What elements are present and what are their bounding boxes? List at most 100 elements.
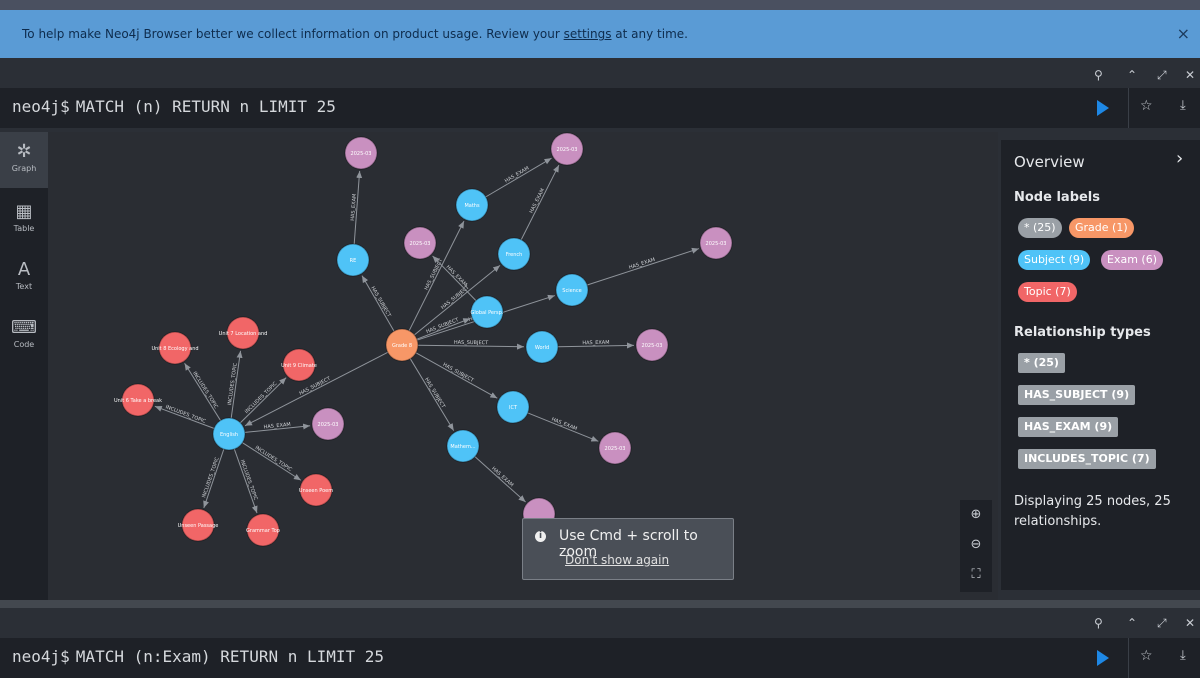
graph-edge-g-s1[interactable] xyxy=(408,220,465,331)
dont-show-again-link[interactable]: Don't show again xyxy=(565,553,670,567)
graph-edge-g-s8[interactable] xyxy=(409,358,455,431)
graph-node-s1[interactable] xyxy=(455,188,489,222)
table-icon: ▦ xyxy=(15,201,33,222)
graph-edge-g-s9[interactable] xyxy=(244,351,389,427)
graph-node-s2[interactable] xyxy=(336,243,370,277)
sidebar-item-label: Text xyxy=(15,282,33,291)
graph-edge-s9-t2[interactable] xyxy=(230,350,243,419)
node-label-pill-grade[interactable]: Grade (1) xyxy=(1069,218,1134,238)
query-text[interactable]: neo4j$MATCH (n) RETURN n LIMIT 25 xyxy=(12,97,336,116)
graph-edge-s2-e1[interactable] xyxy=(353,170,363,245)
run-button-2[interactable] xyxy=(1097,650,1109,666)
graph-edge-s9-t1[interactable] xyxy=(184,362,221,421)
star-icon[interactable]: ☆ xyxy=(1140,648,1153,664)
fit-icon[interactable]: ⛶ xyxy=(971,567,981,582)
graph-edge-s3-e2[interactable] xyxy=(520,164,560,240)
node-label-pill-topic[interactable]: Topic (7) xyxy=(1018,282,1077,302)
rel-type-tag-has-subject[interactable]: HAS_SUBJECT (9) xyxy=(1018,385,1136,405)
graph-node-s5[interactable] xyxy=(470,295,504,329)
zoom-out-icon[interactable]: ⊖ xyxy=(970,537,982,552)
graph-node-t3[interactable] xyxy=(282,348,316,382)
close-icon[interactable]: ✕ xyxy=(1185,616,1196,630)
sidebar-item-graph[interactable]: ✲ Graph xyxy=(0,132,48,188)
graph-edge-label: INCLUDES_TOPIC xyxy=(227,362,239,405)
graph-node-t4[interactable] xyxy=(121,383,155,417)
graph-node-t2[interactable] xyxy=(226,316,260,350)
graph-edge-g-s3[interactable] xyxy=(414,264,501,336)
graph-edge-s6-e5[interactable] xyxy=(557,342,635,349)
query-input-2[interactable]: MATCH (n:Exam) RETURN n LIMIT 25 xyxy=(75,647,385,666)
run-button[interactable] xyxy=(1097,100,1109,116)
graph-node-g[interactable] xyxy=(385,328,419,362)
expand-icon[interactable]: ⤢ xyxy=(1157,616,1167,630)
graph-edge-s9-t6[interactable] xyxy=(203,448,225,509)
graph-node-label: Maths xyxy=(464,203,480,209)
graph-edge-s9-t4[interactable] xyxy=(154,405,215,429)
graph-node-t1[interactable] xyxy=(158,331,192,365)
text-icon: A xyxy=(17,259,31,280)
query-text-2[interactable]: neo4j$MATCH (n:Exam) RETURN n LIMIT 25 xyxy=(12,647,384,666)
sidebar-item-text[interactable]: A Text xyxy=(0,250,48,306)
graph-edge-label: INCLUDES_TOPIC xyxy=(201,456,221,499)
collapse-icon[interactable]: ⌃ xyxy=(1127,616,1138,630)
download-icon[interactable]: ⤓ xyxy=(1180,98,1186,113)
graph-node-e6[interactable] xyxy=(598,431,632,465)
graph-node-t6[interactable] xyxy=(181,508,215,542)
graph-node-e1[interactable] xyxy=(344,136,378,170)
graph-edge-s1-e2[interactable] xyxy=(485,157,552,198)
graph-node-s9[interactable] xyxy=(212,417,246,451)
node-label-pill-exam[interactable]: Exam (6) xyxy=(1101,250,1163,270)
rel-type-tag-includes-topic[interactable]: INCLUDES_TOPIC (7) xyxy=(1018,449,1156,469)
close-icon[interactable]: ✕ xyxy=(1185,68,1196,82)
query-editor-2[interactable]: neo4j$MATCH (n:Exam) RETURN n LIMIT 25 ☆… xyxy=(0,638,1200,678)
graph-edge-s9-t7[interactable] xyxy=(233,448,258,514)
download-icon[interactable]: ⤓ xyxy=(1180,648,1186,663)
graph-node-label: French xyxy=(506,252,523,258)
graph-node-t5[interactable] xyxy=(299,473,333,507)
graph-edge-g-s2[interactable] xyxy=(361,275,395,332)
graph-edge-s9-t5[interactable] xyxy=(242,442,302,481)
graph-edge-s8-e8[interactable] xyxy=(474,456,526,503)
graph-icon: ✲ xyxy=(16,141,32,162)
graph-edge-s7-e6[interactable] xyxy=(527,412,599,442)
query-input[interactable]: MATCH (n) RETURN n LIMIT 25 xyxy=(75,97,336,116)
graph-edge-g-s7[interactable] xyxy=(415,352,498,399)
query-editor[interactable]: neo4j$MATCH (n) RETURN n LIMIT 25 ☆ ⤓ xyxy=(0,88,1200,128)
sidebar-item-code[interactable]: ⌨ Code xyxy=(0,308,48,364)
graph-node-e7[interactable] xyxy=(311,407,345,441)
graph-node-s4[interactable] xyxy=(555,273,589,307)
rel-type-tag-all[interactable]: * (25) xyxy=(1018,353,1065,373)
graph-node-label: Grade 8 xyxy=(392,343,412,349)
graph-node-label: Unit 7 Location and xyxy=(219,331,268,337)
rel-type-tag-has-exam[interactable]: HAS_EXAM (9) xyxy=(1018,417,1119,437)
graph-node-e2[interactable] xyxy=(550,132,584,166)
star-icon[interactable]: ☆ xyxy=(1140,98,1153,114)
graph-node-s6[interactable] xyxy=(525,330,559,364)
graph-node-t7[interactable] xyxy=(246,513,280,547)
graph-node-e4[interactable] xyxy=(699,226,733,260)
pin-icon[interactable]: ⚲ xyxy=(1094,68,1103,82)
frame-controls: ⚲ ⌃ ⤢ ✕ xyxy=(0,62,1200,92)
expand-icon[interactable]: ⤢ xyxy=(1157,68,1167,82)
sidebar-item-table[interactable]: ▦ Table xyxy=(0,192,48,248)
collapse-icon[interactable]: ⌃ xyxy=(1127,68,1138,82)
node-label-pill-all[interactable]: * (25) xyxy=(1018,218,1062,238)
chevron-right-icon[interactable]: › xyxy=(1176,148,1184,169)
graph-edge-g-s6[interactable] xyxy=(417,343,525,350)
zoom-in-icon[interactable]: ⊕ xyxy=(970,507,982,522)
graph-edge-s9-t3[interactable] xyxy=(240,377,287,424)
graph-edge-s5-e3[interactable] xyxy=(432,255,477,301)
graph-node-e5[interactable] xyxy=(635,328,669,362)
graph-edge-g-s5[interactable] xyxy=(416,318,471,340)
graph-node-e3[interactable] xyxy=(403,226,437,260)
graph-node-s8[interactable] xyxy=(446,429,480,463)
graph-edge-s4-e4[interactable] xyxy=(587,247,700,286)
settings-link[interactable]: settings xyxy=(563,27,612,41)
graph-node-s7[interactable] xyxy=(496,390,530,424)
pin-icon[interactable]: ⚲ xyxy=(1094,616,1103,630)
close-icon[interactable]: × xyxy=(1176,24,1190,43)
graph-node-s3[interactable] xyxy=(497,237,531,271)
graph-edge-s9-e7[interactable] xyxy=(244,423,311,433)
node-label-pill-subject[interactable]: Subject (9) xyxy=(1018,250,1091,270)
